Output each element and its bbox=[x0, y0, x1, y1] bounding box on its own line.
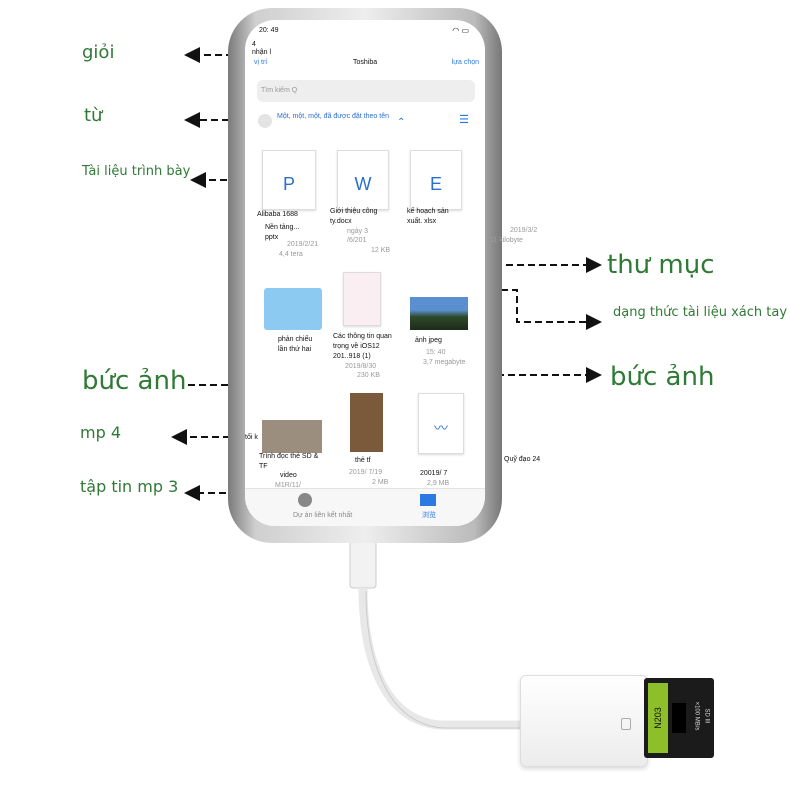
annotation-tu: từ bbox=[84, 105, 103, 126]
card-label: N203 bbox=[653, 707, 664, 729]
jpeg-thumbnail[interactable] bbox=[410, 297, 468, 330]
files-app-screen: 20: 49 ◠ ▭ 4 nhận l vị trí Toshiba lựa c… bbox=[245, 20, 485, 526]
folder-tab-icon[interactable] bbox=[420, 494, 436, 506]
photo-thumbnail[interactable] bbox=[350, 393, 383, 452]
tab-browse[interactable]: 浏览 bbox=[422, 512, 436, 519]
video-thumbnail[interactable] bbox=[262, 420, 322, 453]
annotation-mp3: tập tin mp 3 bbox=[80, 477, 179, 496]
annotation-photo-right: bức ảnh bbox=[610, 362, 715, 392]
xlsx-size: 11 kilobyte bbox=[490, 237, 523, 244]
audio-file-icon[interactable]: 〰 bbox=[418, 393, 464, 454]
status-time: 20: 49 bbox=[259, 27, 279, 34]
annotation-mp4: mp 4 bbox=[80, 423, 122, 442]
pdf-thumbnail[interactable] bbox=[343, 272, 381, 326]
tab-recent[interactable]: Dự án liên kết nhất bbox=[293, 512, 353, 519]
docx-file-icon[interactable]: W bbox=[337, 150, 389, 210]
audio-extra: Quỹ đạo 24 bbox=[504, 456, 541, 463]
back-button[interactable]: vị trí bbox=[254, 59, 268, 66]
list-view-icon[interactable]: ☰ bbox=[459, 114, 469, 126]
chevron-up-icon[interactable]: ⌃ bbox=[397, 117, 406, 128]
annotation-presentation: Tài liệu trình bày bbox=[82, 164, 191, 179]
annotation-photo-left: bức ảnh bbox=[82, 366, 187, 396]
annotation-gioi: giỏi bbox=[82, 42, 115, 63]
xlsx-date: 2019/3/2 bbox=[510, 227, 538, 234]
tab-bar: Dự án liên kết nhất 浏览 bbox=[245, 488, 485, 526]
sort-icon[interactable] bbox=[258, 114, 272, 128]
annotation-portable: dạng thức tài liệu xách tay bbox=[613, 305, 788, 320]
wifi-battery-icon: ◠ ▭ bbox=[452, 26, 469, 35]
sd-card-reader-adapter bbox=[520, 675, 648, 767]
clock-icon[interactable] bbox=[298, 493, 312, 507]
annotation-folder: thư mục bbox=[607, 250, 715, 280]
select-button[interactable]: lựa chọn bbox=[451, 59, 479, 66]
folder-icon[interactable] bbox=[264, 288, 322, 330]
sort-label[interactable]: Một, một, một, đã được đặt theo tên bbox=[277, 113, 389, 120]
sd-card: N203 ×100 MB/s SD III bbox=[644, 678, 714, 758]
search-input[interactable]: Tìm kiếm Q bbox=[257, 80, 475, 102]
xlsx-file-icon[interactable]: E bbox=[410, 150, 462, 210]
nav-title: Toshiba bbox=[353, 59, 378, 66]
pptx-file-icon[interactable]: P bbox=[262, 150, 316, 210]
card-slot-icon bbox=[621, 718, 631, 730]
